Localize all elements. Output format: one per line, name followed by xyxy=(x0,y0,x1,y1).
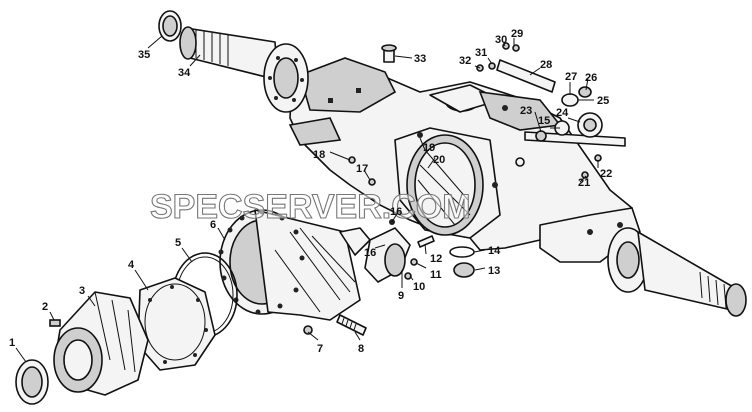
callout-31: 31 xyxy=(475,47,487,59)
gear-parts-9-16 xyxy=(364,219,475,283)
callout-8: 8 xyxy=(358,343,364,355)
callout-10: 10 xyxy=(413,281,425,293)
seal-ring-35 xyxy=(158,10,182,42)
callout-12: 12 xyxy=(430,253,442,265)
callout-labels: 1 2 3 4 5 6 7 8 9 10 11 12 13 14 15 16 1… xyxy=(9,28,612,355)
callout-20: 20 xyxy=(433,154,445,166)
breather-33 xyxy=(381,44,397,63)
callout-24: 24 xyxy=(556,107,569,119)
callout-14: 14 xyxy=(488,245,501,257)
callout-33: 33 xyxy=(414,53,426,65)
callout-25: 25 xyxy=(597,95,609,107)
callout-32: 32 xyxy=(459,55,471,67)
callout-6: 6 xyxy=(210,219,216,231)
callout-26: 26 xyxy=(585,72,597,84)
callout-19: 19 xyxy=(423,142,435,154)
callout-1: 1 xyxy=(9,337,15,349)
callout-7: 7 xyxy=(317,343,323,355)
callout-13: 13 xyxy=(488,265,500,277)
flange-plate-4 xyxy=(137,277,216,371)
left-spindle xyxy=(179,26,309,113)
callout-16a: 16 xyxy=(364,247,376,259)
leader-lines xyxy=(15,35,599,363)
callout-28: 28 xyxy=(540,59,552,71)
callout-3: 3 xyxy=(79,285,85,297)
callout-5: 5 xyxy=(175,237,181,249)
callout-2: 2 xyxy=(42,301,48,313)
callout-17: 17 xyxy=(356,163,368,175)
axle-housing xyxy=(288,57,641,263)
bolt-2 xyxy=(49,319,61,327)
hub-housing-3 xyxy=(53,291,149,396)
callout-21: 21 xyxy=(578,177,590,189)
callout-27: 27 xyxy=(565,71,577,83)
watermark-text: SPECSERVER.COM xyxy=(150,188,471,226)
right-spindle xyxy=(607,227,747,317)
callout-34: 34 xyxy=(178,67,191,79)
callout-29: 29 xyxy=(511,28,523,40)
differential-carrier-6 xyxy=(218,209,371,321)
callout-11: 11 xyxy=(430,269,442,281)
callout-9: 9 xyxy=(398,290,404,302)
callout-23: 23 xyxy=(520,105,532,117)
oil-seal-1 xyxy=(15,359,49,405)
callout-16b: 16 xyxy=(390,206,402,218)
callout-4: 4 xyxy=(128,259,135,271)
callout-22: 22 xyxy=(600,168,612,180)
stud-7-bolt-8 xyxy=(303,314,367,336)
callout-30: 30 xyxy=(495,34,507,46)
callout-35: 35 xyxy=(138,49,150,61)
brake-camshaft-parts xyxy=(476,42,626,179)
callout-15: 15 xyxy=(538,115,550,127)
callout-18: 18 xyxy=(313,149,325,161)
